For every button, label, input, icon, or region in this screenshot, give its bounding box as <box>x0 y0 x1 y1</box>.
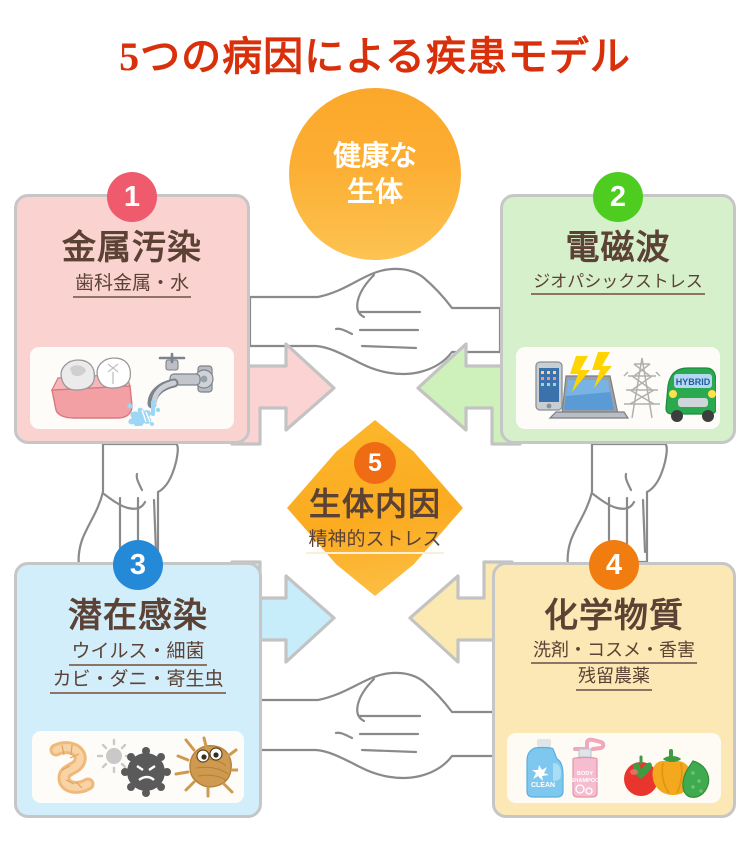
cause-card-3-illustration <box>32 731 244 803</box>
center-node-heading: 生体内因 <box>308 486 441 522</box>
cause-card-1[interactable]: 1 金属汚染 歯科金属・水 <box>14 172 250 444</box>
cause-card-4-subtitle-1: 残留農薬 <box>576 665 652 692</box>
cause-card-2-number: 2 <box>593 172 643 222</box>
cucumber-icon <box>682 760 710 798</box>
cause-card-3-subtitle-0: ウイルス・細菌 <box>69 639 207 666</box>
cause-card-4-illustration: CLEAN BODY SHAMPOO <box>507 733 721 803</box>
cause-card-1-subtitle-0: 歯科金属・水 <box>72 271 191 298</box>
germ-icon <box>121 747 171 797</box>
tooth-icon <box>51 357 133 419</box>
body-shampoo-icon: BODY SHAMPOO <box>571 737 606 798</box>
cause-card-1-heading: 金属汚染 <box>62 229 202 267</box>
cause-card-3-subtitle-1: カビ・ダニ・寄生虫 <box>50 667 226 694</box>
tomato-icon <box>624 755 658 796</box>
mite-icon <box>174 736 238 798</box>
cause-card-4-subtitles: 洗剤・コスメ・香害 残留農薬 <box>495 639 733 692</box>
power-tower-icon <box>623 357 661 419</box>
cause-card-1-number: 1 <box>107 172 157 222</box>
cause-card-3-subtitles: ウイルス・細菌 カビ・ダニ・寄生虫 <box>17 639 259 694</box>
cause-card-2[interactable]: 2 電磁波 ジオパシックストレス <box>500 172 736 444</box>
bell-pepper-icon <box>652 749 691 795</box>
cause-card-2-illustration: HYBRID <box>516 347 720 429</box>
shampoo-label-line1: BODY <box>577 771 593 777</box>
virus-icon <box>96 738 132 774</box>
cause-card-4-number: 4 <box>589 540 639 590</box>
center-node-content: 5 生体内因 精神的ストレス <box>287 420 463 596</box>
page-title: 5つの病因による疾患モデル <box>119 34 631 79</box>
center-node[interactable]: 5 生体内因 精神的ストレス <box>287 420 463 596</box>
hybrid-car-label: HYBRID <box>676 377 711 387</box>
cause-card-1-illustration <box>30 347 234 429</box>
cause-card-4[interactable]: 4 化学物質 洗剤・コスメ・香害 残留農薬 CLEAN <box>492 540 736 818</box>
cause-card-4-subtitle-0: 洗剤・コスメ・香害 <box>531 639 697 665</box>
center-node-subtitle: 精神的ストレス <box>306 524 444 554</box>
shampoo-label-line2: SHAMPOO <box>571 778 601 784</box>
hybrid-car-icon: HYBRID <box>665 367 716 422</box>
cause-card-3[interactable]: 3 潜在感染 ウイルス・細菌 カビ・ダニ・寄生虫 <box>14 540 262 818</box>
cause-card-1-subtitles: 歯科金属・水 <box>17 271 247 298</box>
faucet-water-icon <box>127 352 214 426</box>
cause-card-2-subtitle-0: ジオパシックストレス <box>531 271 705 296</box>
smartphone-icon <box>535 361 563 411</box>
detergent-bottle-icon: CLEAN <box>526 739 564 798</box>
detergent-label: CLEAN <box>531 782 555 789</box>
healthy-body-label-line1: 健康な <box>332 140 417 172</box>
healthy-body-label-line2: 生体 <box>346 176 403 207</box>
worm-icon <box>49 741 95 794</box>
cause-card-3-heading: 潜在感染 <box>68 597 208 635</box>
lightning-icon <box>570 352 612 392</box>
cause-card-2-heading: 電磁波 <box>565 229 671 267</box>
fist-connector-bottom <box>248 671 502 780</box>
cause-card-2-subtitles: ジオパシックストレス <box>503 271 733 296</box>
cause-card-3-number: 3 <box>113 540 163 590</box>
healthy-body-circle: 健康な 生体 <box>289 88 461 260</box>
center-node-number: 5 <box>354 442 396 484</box>
cause-card-4-heading: 化学物質 <box>544 597 684 635</box>
